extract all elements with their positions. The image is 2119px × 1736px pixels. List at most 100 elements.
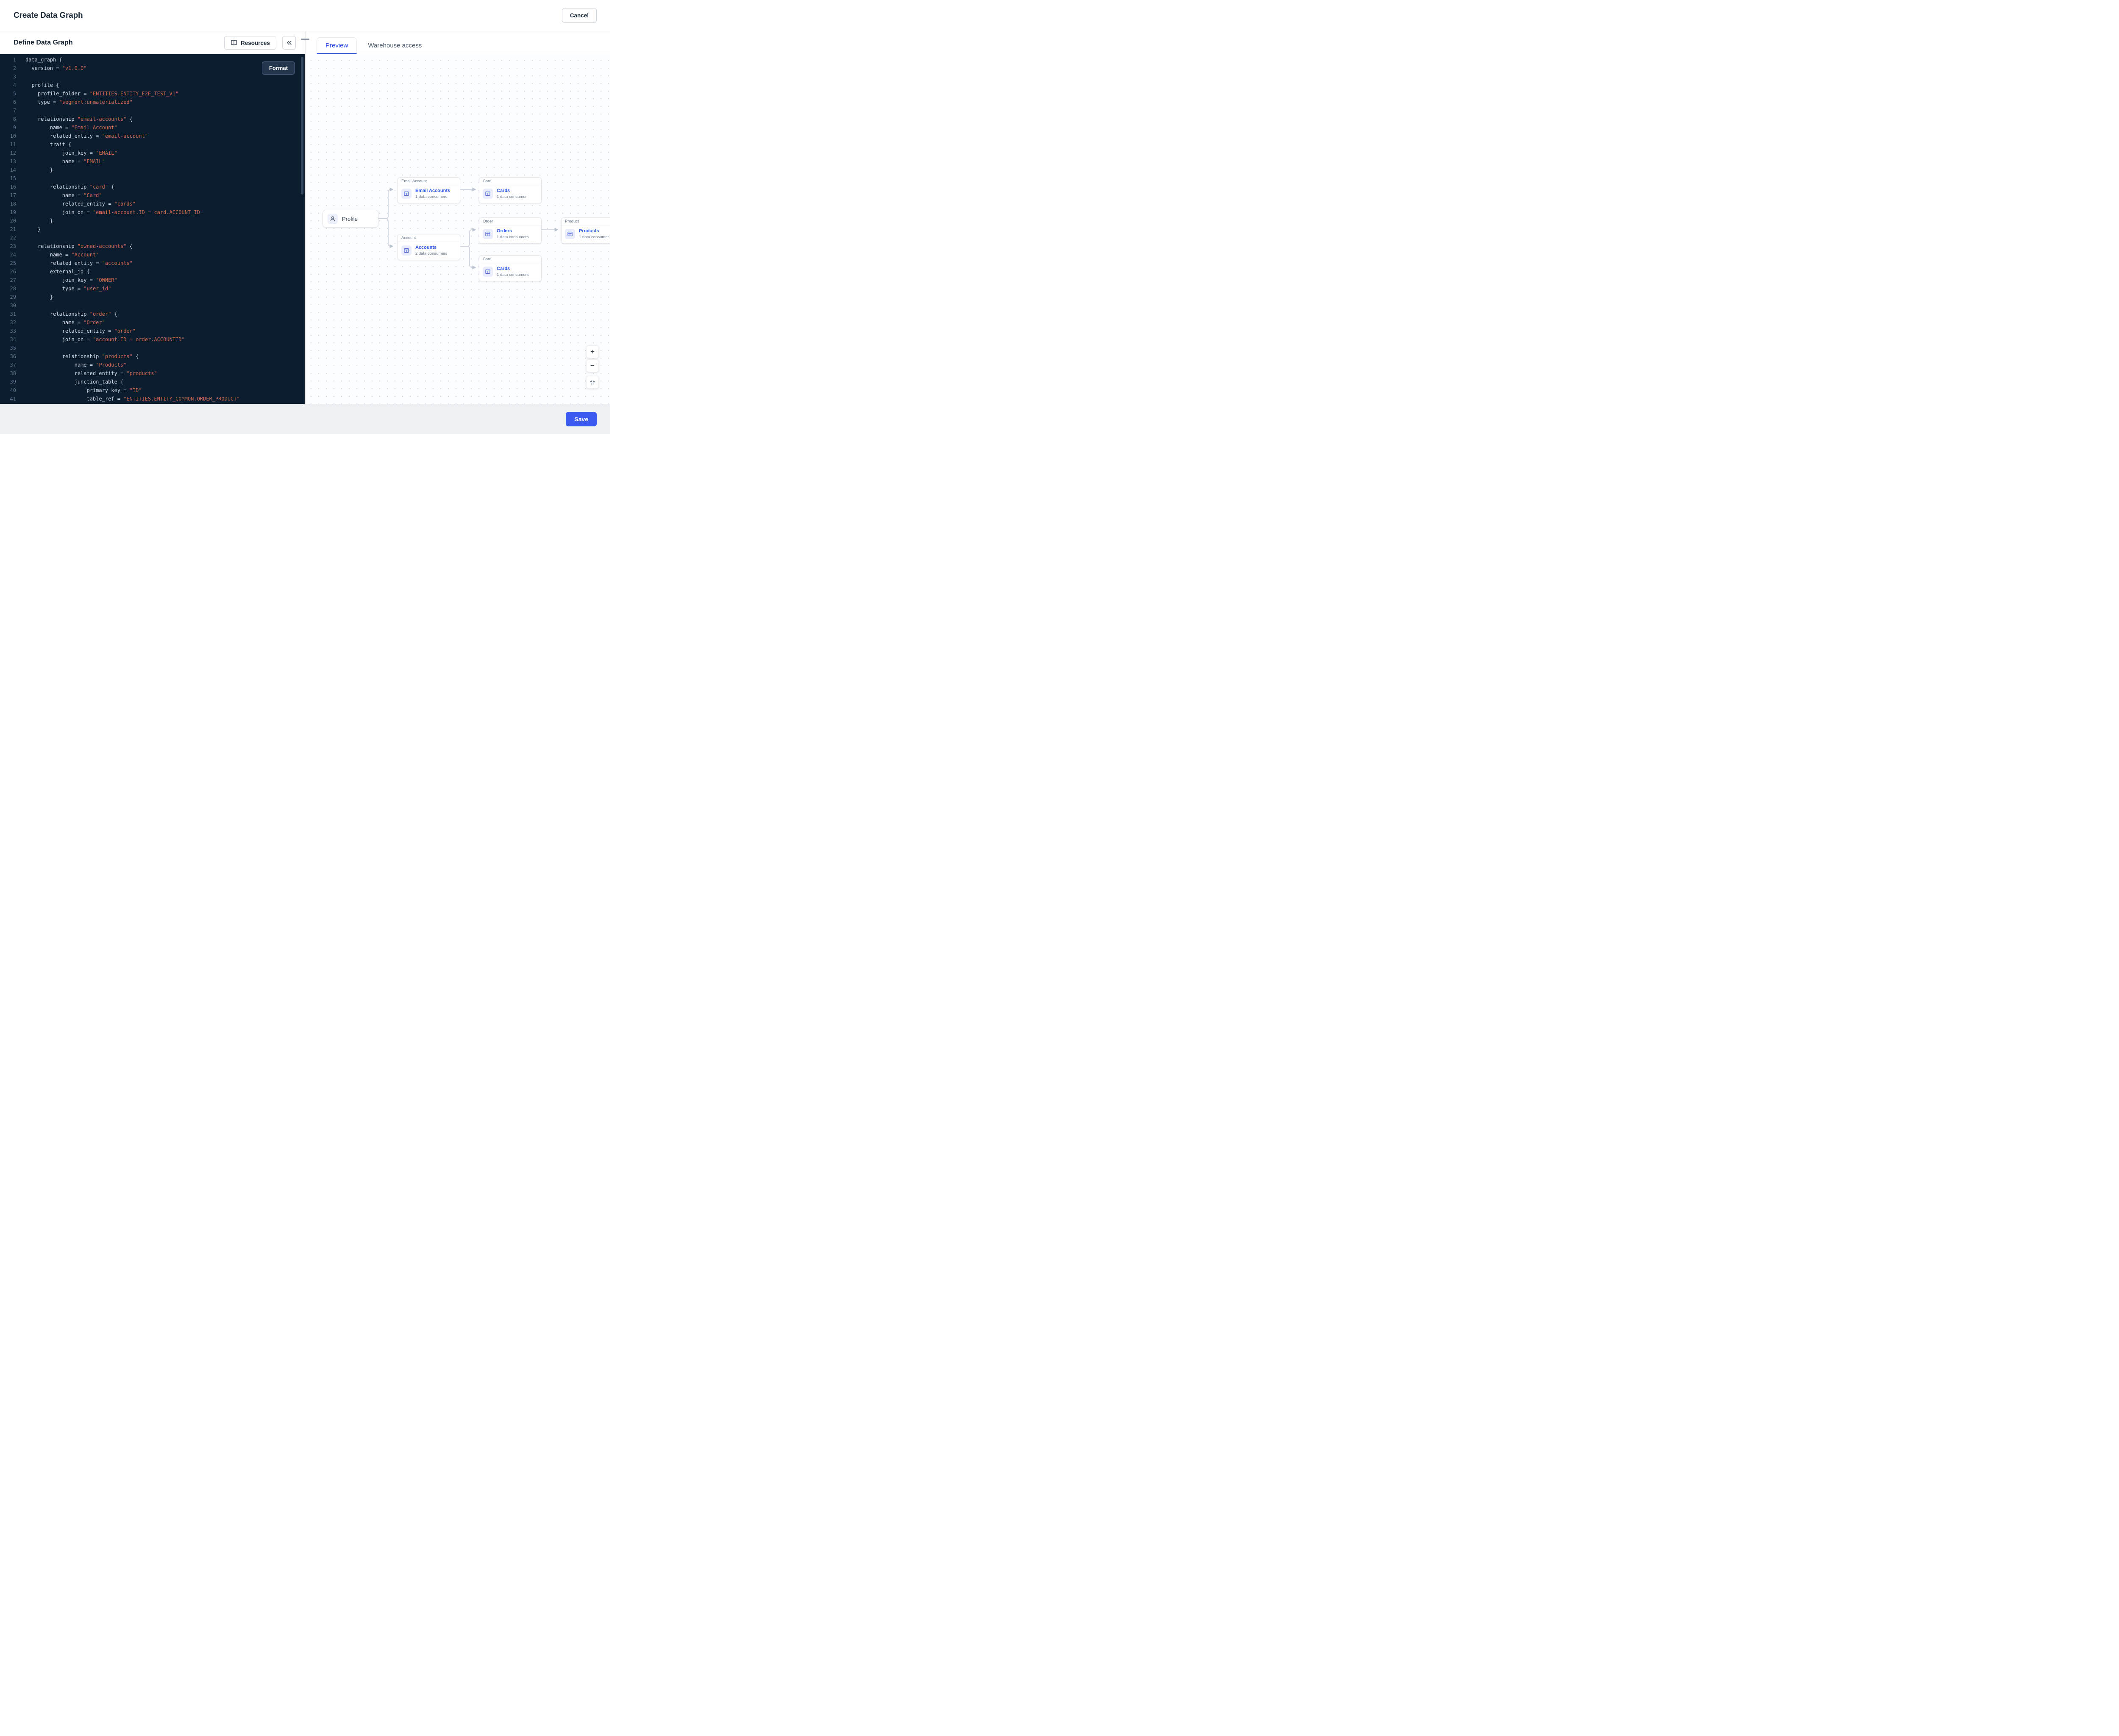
line-number: 16 (10, 184, 16, 190)
line-number: 20 (10, 218, 16, 224)
zoom-out-button[interactable]: − (586, 359, 599, 372)
line-number: 17 (10, 192, 16, 198)
code-line: 41 table_ref = "ENTITIES.ENTITY_COMMON.O… (0, 395, 305, 403)
editor-scrollbar-thumb[interactable] (301, 57, 303, 195)
preview-tab-bar: Preview Warehouse access (306, 31, 610, 54)
line-number: 37 (10, 362, 16, 368)
resources-button[interactable]: Resources (224, 36, 276, 50)
table-icon (565, 229, 575, 239)
line-number: 26 (10, 269, 16, 275)
code-line: 15 (0, 174, 305, 183)
code-line: 8 relationship "email-accounts" { (0, 115, 305, 123)
line-number: 31 (10, 311, 16, 317)
page-title: Create Data Graph (14, 11, 83, 20)
code-line: 39 junction_table { (0, 378, 305, 386)
zoom-in-button[interactable]: + (586, 345, 599, 358)
format-button[interactable]: Format (261, 61, 295, 75)
graph-edge (460, 246, 476, 270)
line-number: 39 (10, 379, 16, 385)
create-data-graph-page: Create Data Graph Cancel Define Data Gra… (0, 0, 610, 434)
graph-edges (378, 187, 559, 270)
panel-splitter[interactable] (301, 31, 309, 404)
entity-link[interactable]: Accounts (415, 245, 437, 250)
line-number: 41 (10, 396, 16, 402)
cancel-button[interactable]: Cancel (562, 8, 597, 23)
tab-warehouse-access[interactable]: Warehouse access (368, 42, 422, 49)
tab-preview[interactable]: Preview (317, 37, 357, 54)
line-number: 13 (10, 159, 16, 164)
entity-link[interactable]: Email Accounts (415, 188, 450, 193)
line-number: 11 (10, 142, 16, 147)
code-line: 40 primary_key = "ID" (0, 386, 305, 395)
code-line: 30 (0, 301, 305, 310)
entity-link[interactable]: Cards (497, 266, 510, 271)
line-number: 6 (13, 99, 16, 105)
line-number: 3 (13, 74, 16, 80)
line-number: 36 (10, 353, 16, 359)
line-number: 10 (10, 133, 16, 139)
code-line: 35 (0, 344, 305, 352)
code-line: 23 relationship "owned-accounts" { (0, 242, 305, 250)
fit-view-icon (590, 379, 595, 385)
editor-panel-actions: Resources (224, 36, 296, 50)
entity-link[interactable]: Products (579, 228, 599, 234)
entity-link[interactable]: Orders (497, 228, 512, 234)
code-line: 16 relationship "card" { (0, 183, 305, 191)
line-number: 30 (10, 303, 16, 309)
preview-panel: Preview Warehouse access Profile (306, 31, 610, 404)
code-line: 29 } (0, 293, 305, 301)
save-button[interactable]: Save (566, 412, 597, 426)
line-number: 21 (10, 226, 16, 232)
line-number: 12 (10, 150, 16, 156)
line-number: 19 (10, 209, 16, 215)
entity-link[interactable]: Cards (497, 188, 510, 193)
editor-scrollbar[interactable] (301, 57, 303, 401)
line-number: 23 (10, 243, 16, 249)
zoom-controls: + − (586, 345, 599, 389)
collapse-panel-button[interactable] (282, 36, 296, 50)
code-line: 9 name = "Email Account" (0, 123, 305, 132)
code-line: 33 related_entity = "order" (0, 327, 305, 335)
table-icon (483, 189, 493, 199)
splitter-handle[interactable] (301, 39, 309, 40)
code-line: 24 name = "Account" (0, 250, 305, 259)
double-chevron-left-icon (286, 40, 292, 45)
code-line: 13 name = "EMAIL" (0, 157, 305, 166)
code-line: 34 join_on = "account.ID = order.ACCOUNT… (0, 335, 305, 344)
entity-consumers-count: 1 data consumers (497, 273, 529, 278)
code-line: 6 type = "segment:unmaterialized" (0, 98, 305, 106)
line-number: 32 (10, 320, 16, 326)
profile-node[interactable]: Profile (323, 210, 378, 228)
code-line: 36 relationship "products" { (0, 352, 305, 361)
entity-group-label: Account (398, 234, 460, 242)
bottom-bar: Save (0, 404, 610, 434)
editor-panel-title: Define Data Graph (14, 39, 73, 46)
table-icon (401, 189, 412, 199)
code-line: 26 external_id { (0, 267, 305, 276)
resources-button-label: Resources (240, 39, 270, 46)
code-line: 28 type = "user_id" (0, 284, 305, 293)
code-line: 7 (0, 106, 305, 115)
code-line: 18 related_entity = "cards" (0, 200, 305, 208)
fit-view-button[interactable] (586, 376, 599, 389)
line-number: 28 (10, 286, 16, 292)
code-line: 31 relationship "order" { (0, 310, 305, 318)
entity-group-label: Email Account (398, 178, 460, 185)
code-line: 19 join_on = "email-account.ID = card.AC… (0, 208, 305, 217)
profile-node-label: Profile (342, 215, 358, 222)
table-icon (401, 245, 412, 256)
code-line: 22 (0, 234, 305, 242)
entity-consumers-count: 1 data consumers (497, 235, 529, 240)
line-number: 8 (13, 116, 16, 122)
